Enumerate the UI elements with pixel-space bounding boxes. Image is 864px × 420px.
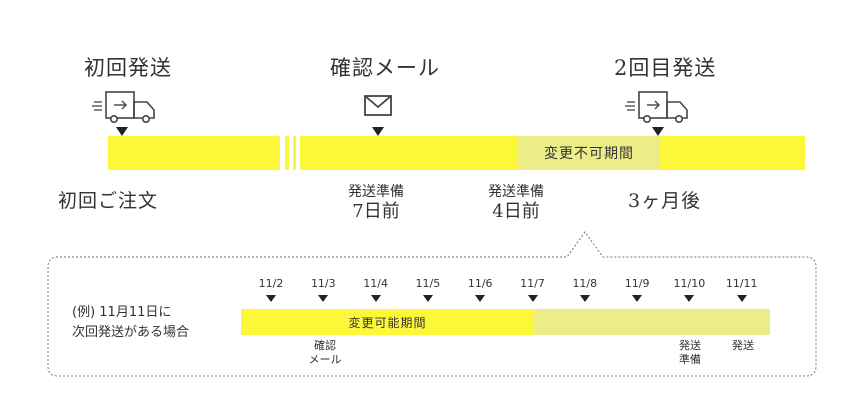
date-label: 11/4 [363, 277, 388, 290]
prep-7-line1: 発送準備 [348, 184, 404, 200]
timeline-bar-segment [660, 136, 805, 170]
envelope-icon [364, 95, 392, 116]
timeline-bar-break [293, 136, 296, 170]
prep-7-days-label: 発送準備 7日前 [336, 184, 416, 222]
prep-4-line1: 発送準備 [488, 184, 544, 200]
prep-7-line2: 7日前 [352, 201, 400, 222]
date-label: 11/11 [725, 277, 758, 290]
example-prep-label: 発送 準備 [672, 339, 708, 367]
no-change-period-label: 変更不可期間 [544, 146, 634, 162]
example-caption-line1: (例) 11月11日に [72, 305, 172, 320]
date-label: 11/10 [673, 277, 706, 290]
date-label: 11/5 [415, 277, 441, 290]
first-shipment-title: 初回発送 [84, 56, 172, 80]
example-caption: (例) 11月11日に 次回発送がある場合 [72, 303, 189, 343]
date-marker [632, 295, 643, 302]
date-marker [266, 295, 276, 302]
no-change-period-bar: 変更不可期間 [518, 136, 660, 170]
second-shipment-marker [652, 127, 664, 136]
date-marker [684, 295, 695, 302]
prep-4-line2: 4日前 [492, 201, 540, 222]
date-marker [527, 295, 538, 302]
date-label: 11/3 [310, 277, 336, 290]
example-ship-label: 発送 [732, 339, 754, 352]
timeline-bar-segment [300, 136, 518, 170]
example-prep-line2: 準備 [679, 353, 701, 366]
three-months-later-label: 3ヶ月後 [628, 190, 702, 212]
confirm-mail-marker [372, 127, 384, 136]
delivery-truck-icon [92, 91, 155, 123]
date-marker [736, 295, 747, 302]
confirm-mail-title: 確認メール [330, 56, 440, 80]
example-locked-period-bar [534, 309, 770, 335]
changeable-period-bar: 変更可能期間 [241, 309, 534, 335]
date-label: 11/7 [520, 277, 545, 290]
date-marker [475, 295, 486, 302]
date-marker [422, 295, 433, 302]
delivery-truck-icon [625, 91, 688, 123]
timeline-bar-break [285, 136, 289, 170]
example-confirm-line2: メール [308, 353, 342, 366]
date-marker [318, 295, 329, 302]
date-marker [579, 295, 590, 302]
prep-4-days-label: 発送準備 4日前 [476, 184, 556, 222]
timeline-bar-segment [108, 136, 280, 170]
second-shipment-title: 2回目発送 [614, 56, 717, 80]
example-confirm-mail-label: 確認 メール [305, 339, 345, 367]
example-caption-line2: 次回発送がある場合 [72, 325, 190, 340]
date-label: 11/9 [624, 277, 650, 290]
changeable-period-label: 変更可能期間 [348, 315, 427, 330]
date-label: 11/6 [467, 277, 493, 290]
example-confirm-line1: 確認 [314, 339, 336, 352]
date-label: 11/8 [572, 277, 598, 290]
first-shipment-marker [116, 127, 128, 136]
first-order-label: 初回ご注文 [58, 190, 159, 212]
date-marker [370, 295, 381, 302]
example-prep-line1: 発送 [679, 339, 701, 352]
date-label: 11/2 [258, 277, 284, 290]
